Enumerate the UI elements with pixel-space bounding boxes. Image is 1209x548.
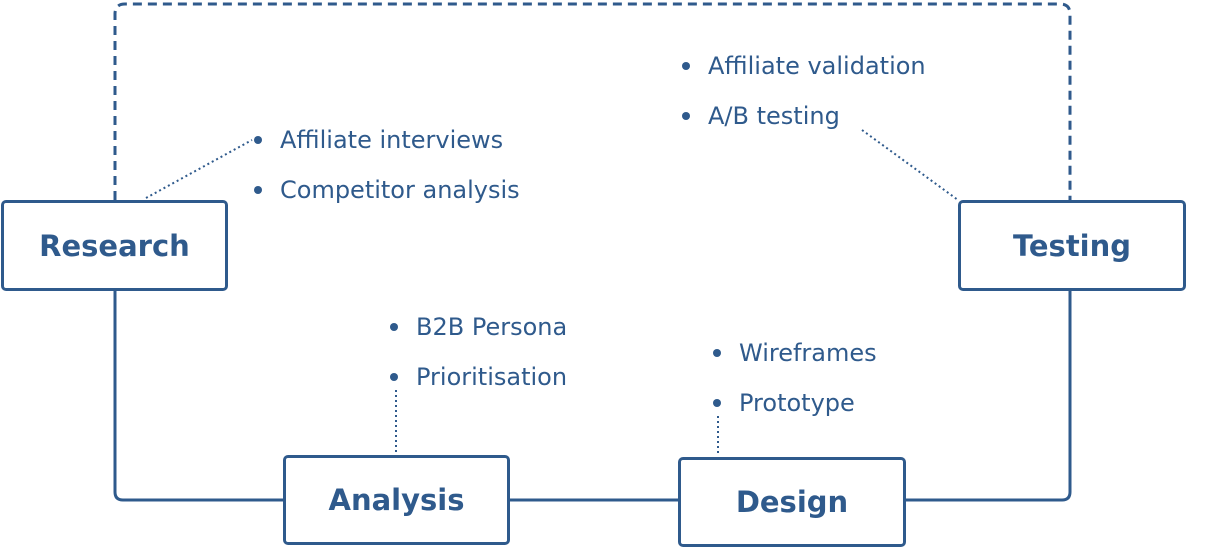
testing-bullet-list: Affiliate validation A/B testing (682, 41, 926, 141)
analysis-stage-label: Analysis (328, 483, 465, 517)
bullet-dot (390, 373, 398, 381)
bullet-dot (254, 186, 262, 194)
bullet-dot (682, 62, 690, 70)
design-stage-label: Design (735, 485, 849, 519)
list-item: B2B Persona (390, 302, 567, 352)
analysis-stage-box: Analysis (283, 455, 510, 545)
testing-stage-box: Testing (958, 200, 1186, 291)
list-item: A/B testing (682, 91, 926, 141)
list-item: Prototype (713, 378, 877, 428)
list-item: Affiliate interviews (254, 115, 520, 165)
bullet-dot (390, 323, 398, 331)
bullet-dot (713, 399, 721, 407)
bullet-dot (254, 136, 262, 144)
analysis-bullet-list: B2B Persona Prioritisation (390, 302, 567, 402)
research-stage-label: Research (39, 228, 190, 263)
list-item: Prioritisation (390, 352, 567, 402)
bullet-dot (713, 349, 721, 357)
design-stage-box: Design (678, 457, 906, 547)
testing-stage-label: Testing (1012, 228, 1132, 263)
research-bullet-list: Affiliate interviews Competitor analysis (254, 115, 520, 215)
research-callout-leader (145, 139, 253, 199)
research-stage-box: Research (1, 200, 228, 291)
design-to-testing-line (904, 290, 1072, 502)
list-item: Affiliate validation (682, 41, 926, 91)
design-bullet-list: Wireframes Prototype (713, 328, 877, 428)
bullet-dot (682, 112, 690, 120)
research-to-analysis-line (113, 290, 285, 502)
list-item: Wireframes (713, 328, 877, 378)
list-item: Competitor analysis (254, 165, 520, 215)
